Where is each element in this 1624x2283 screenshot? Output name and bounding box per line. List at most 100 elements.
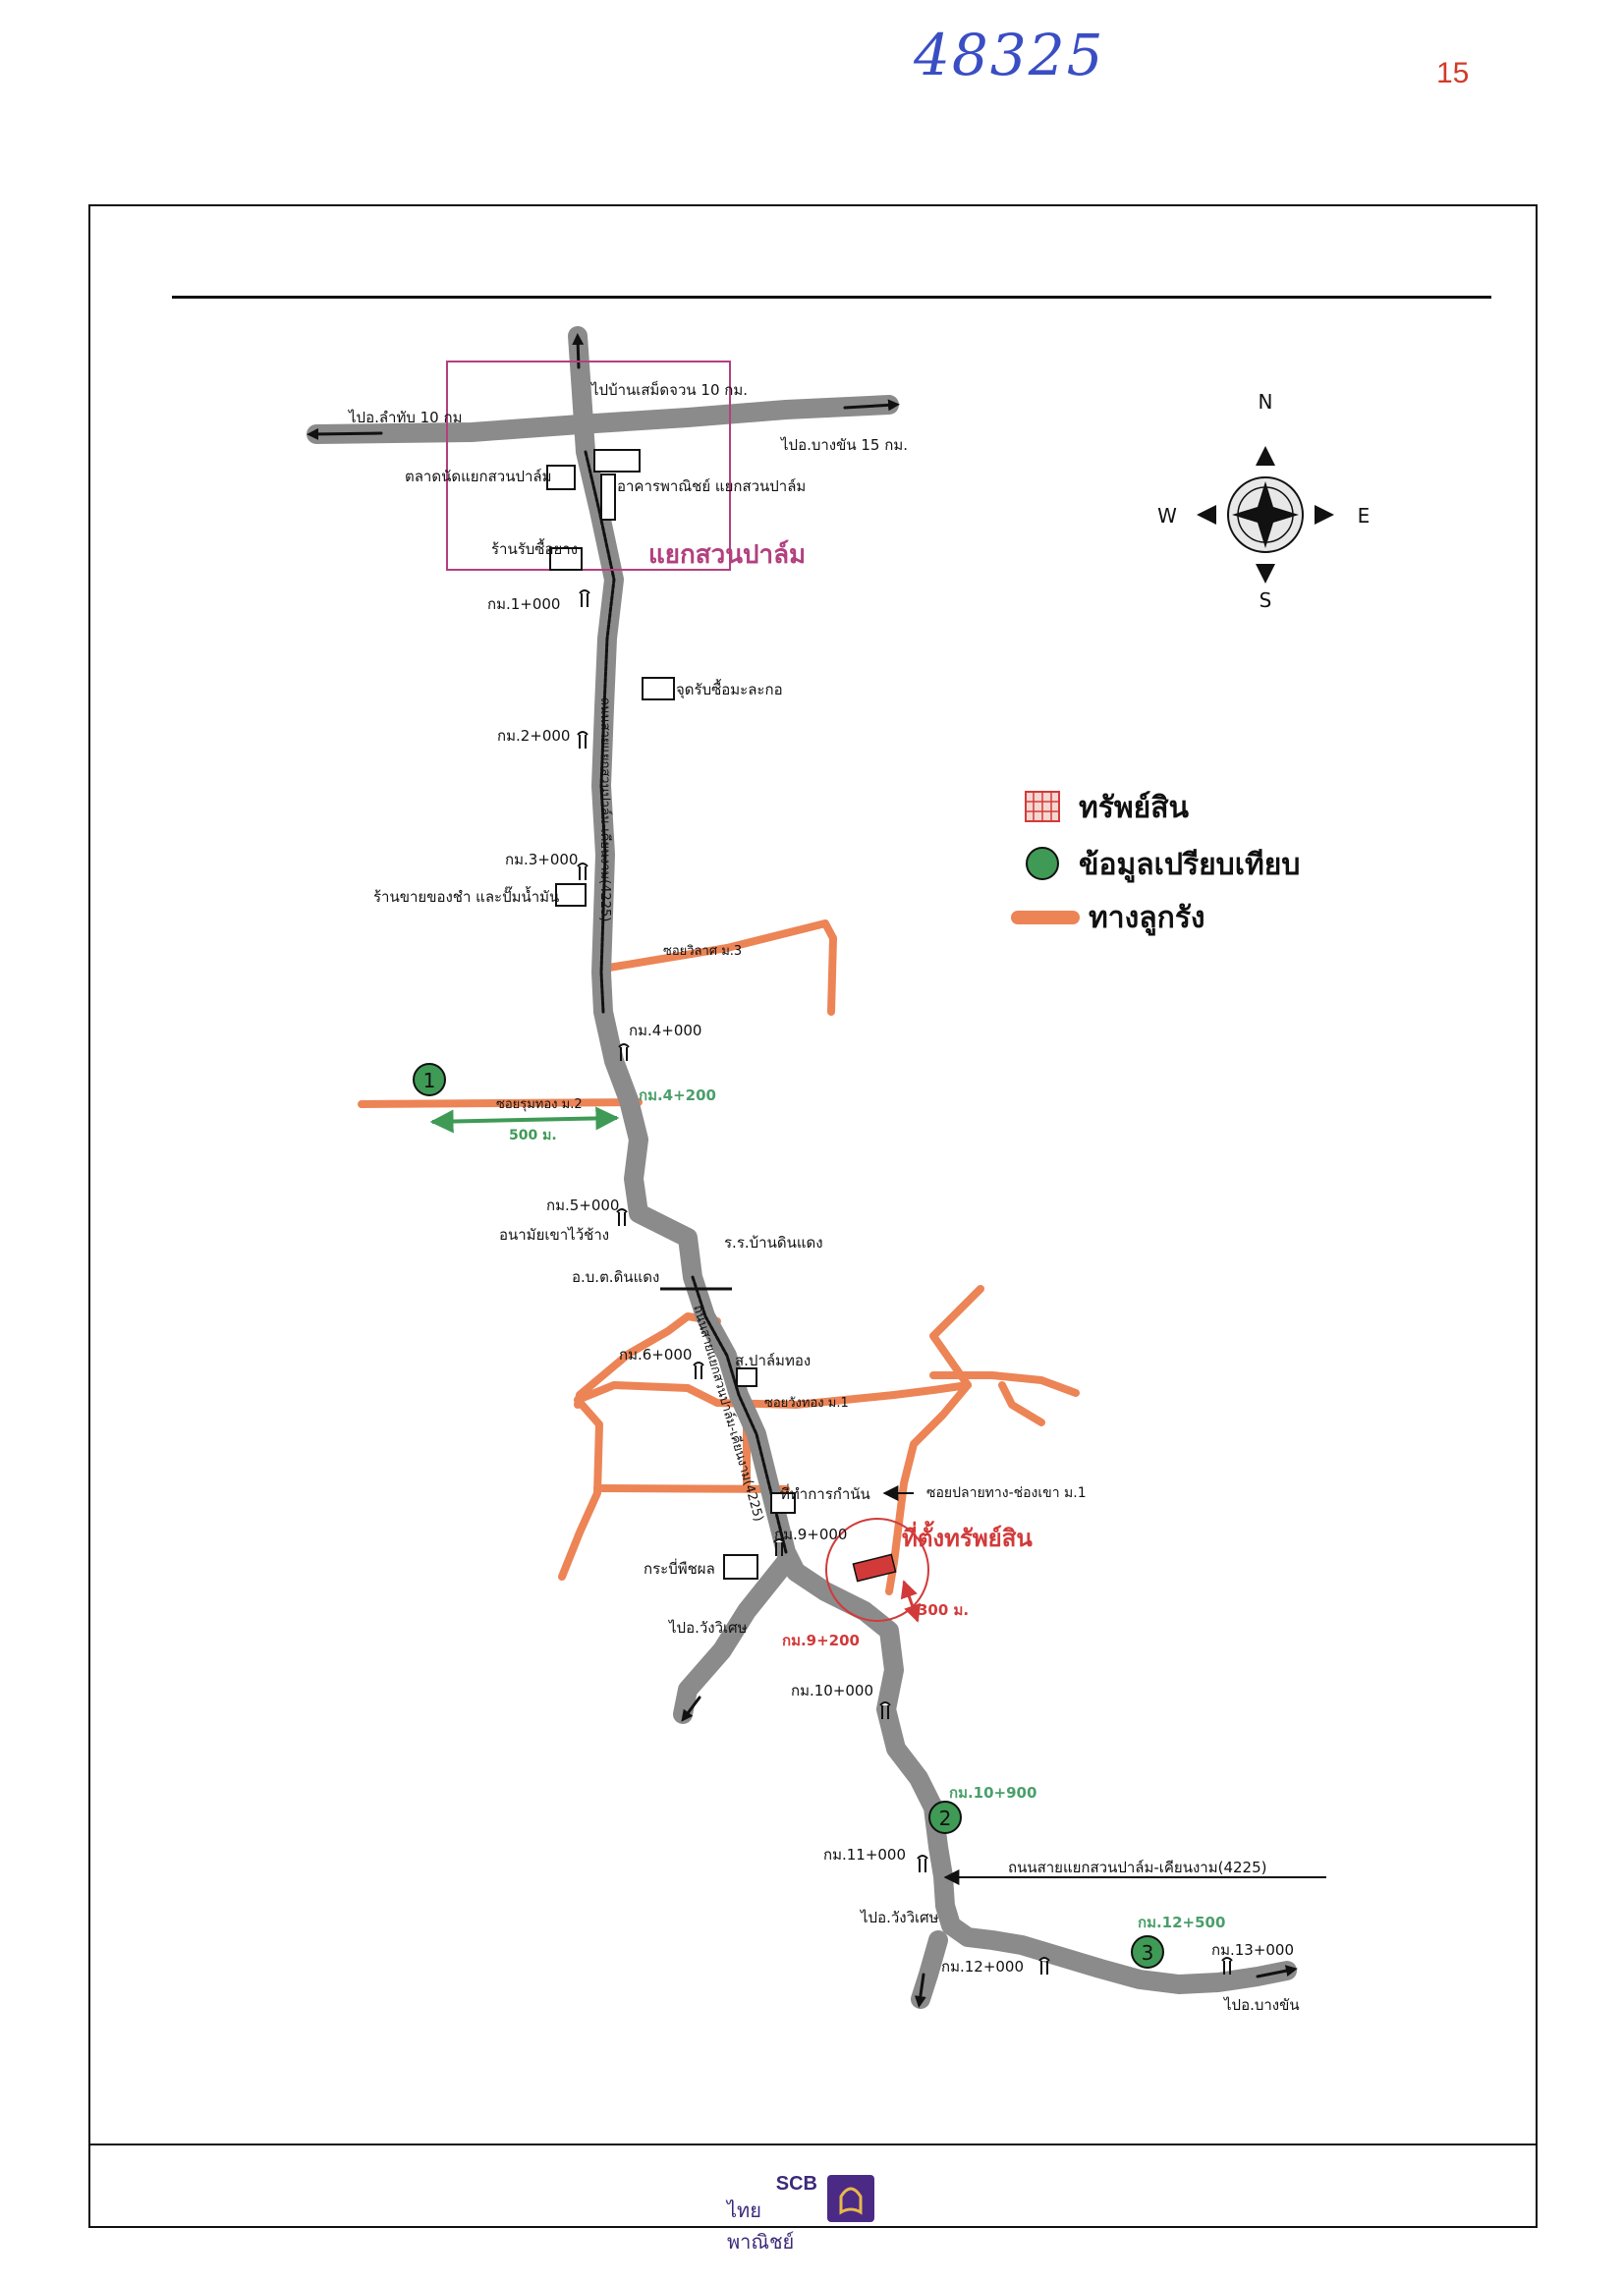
km-posts: [577, 589, 1233, 1975]
comparable-3: 3: [1131, 1935, 1164, 1969]
comparable-1: 1: [413, 1063, 446, 1096]
label-tambon-office: อ.บ.ต.ดินแดง: [572, 1268, 659, 1286]
top-rule: [172, 296, 1491, 299]
district-label: แยกสวนปาล์ม: [648, 539, 806, 570]
label-subject-distance: 300 ม.: [918, 1601, 969, 1619]
label-gas-shop: ร้านขายของชำ และปั๊มน้ำมัน: [373, 886, 559, 906]
comparable-1-distance-arrow: [429, 1106, 620, 1134]
label-comparable-2-km: กม.10+900: [949, 1784, 1036, 1802]
label-bus-stop: กระบี่พืชผล: [644, 1558, 715, 1578]
label-km10: กม.10+000: [791, 1682, 873, 1699]
label-north-road: ไปบ้านเสม็ดจวน 10 กม.: [590, 380, 748, 399]
km-post-12: [1038, 1957, 1050, 1975]
km-post-13: [1221, 1957, 1233, 1975]
compass-n: N: [1259, 390, 1273, 414]
gas-shop-building: [555, 883, 587, 907]
main-road: [307, 326, 1297, 2009]
market-building: [546, 465, 576, 490]
label-to-bang-khan: ไปอ.บางขัน: [1223, 1996, 1300, 2014]
label-bank: อาคารพาณิชย์ แยกสวนปาล์ม: [617, 477, 806, 495]
comparable-2: 2: [928, 1801, 962, 1834]
legend-comparable-label: ข้อมูลเปรียบเทียบ: [1079, 848, 1300, 883]
label-soi-plai: ซอยปลายทาง-ช่องเขา ม.1: [926, 1485, 1087, 1501]
label-km11: กม.11+000: [823, 1846, 906, 1864]
label-rubber-shop: ร้านรับซื้อยาง: [491, 538, 578, 558]
legend-comparable-swatch: [1026, 847, 1059, 880]
legend: ทรัพย์สิน ข้อมูลเปรียบเทียบ ทางลูกรัง: [1011, 791, 1300, 936]
comparable-1-number: 1: [423, 1069, 436, 1092]
km-post-1: [579, 589, 590, 607]
compass-w: W: [1157, 504, 1177, 528]
label-km4: กม.4+000: [629, 1022, 701, 1039]
label-km2: กม.2+000: [497, 727, 570, 745]
label-comparable-1-km: กม.4+200: [639, 1086, 716, 1104]
km-post-11: [917, 1855, 928, 1872]
footer-divider: [88, 2144, 1538, 2145]
km-post-10: [879, 1701, 891, 1719]
comparable-3-number: 3: [1142, 1941, 1154, 1965]
bank-building-2: [600, 473, 616, 521]
side-road-soi-m2: [358, 1098, 643, 1108]
label-bottom-road: ถนนสายแยกสวนปาล์ม-เคียนงาม(4225): [1008, 1859, 1266, 1876]
label-palm-farm: ส.ปาล์มทอง: [735, 1352, 811, 1369]
legend-property-swatch: [1025, 791, 1060, 822]
km-post-3: [577, 863, 588, 880]
palm-farm-building: [736, 1367, 757, 1387]
label-subject: ที่ตั้งทรัพย์สิน: [902, 1520, 1033, 1552]
label-road-name-upper: ถนนสายแยกสวนปาล์ม-เคียนงาม(4225): [597, 697, 613, 921]
side-road-to-subject: [885, 1381, 972, 1595]
label-km13: กม.13+000: [1211, 1941, 1294, 1959]
label-soi-m1: ซอยวังทอง ม.1: [764, 1396, 849, 1411]
km-post-6: [693, 1362, 704, 1379]
brand-name-en: SCB: [775, 2173, 817, 2195]
side-road-network-east: [929, 1285, 984, 1389]
compass-s: S: [1260, 588, 1272, 612]
label-to-wang-wiset-1: ไปอ.วังวิเศษ: [668, 1619, 748, 1637]
label-soi-m2: ซอยรุมทอง ม.2: [496, 1097, 583, 1112]
label-latex-shop: จุดรับซื้อมะละกอ: [676, 679, 783, 699]
km-post-2: [577, 731, 588, 749]
label-village-office: ที่ทำการกำนัน: [780, 1483, 870, 1503]
handwritten-number: 48325: [914, 22, 1105, 88]
bus-stop-building: [723, 1554, 758, 1580]
side-road-soi-m1: [558, 1396, 603, 1581]
subject-property-marker: [852, 1553, 897, 1583]
label-comparable-1-distance: 500 ม.: [509, 1128, 557, 1143]
label-to-wang-wiset-2: ไปอ.วังวิเศษ: [860, 1909, 939, 1926]
compass-e: E: [1358, 504, 1371, 528]
legend-property-label: ทรัพย์สิน: [1079, 791, 1190, 825]
comparable-2-number: 2: [939, 1807, 952, 1830]
village-office-building: [770, 1492, 796, 1514]
subject-radius-circle: [825, 1518, 929, 1622]
label-health-center: อนามัยเขาไว้ช้าง: [499, 1226, 609, 1244]
bank-building: [593, 449, 641, 473]
side-road-soi-m3: [605, 919, 837, 1016]
label-market: ตลาดนัดแยกสวนปาล์ม: [405, 468, 552, 485]
road-centerline: [307, 333, 1298, 2008]
label-comparable-3-km: กม.12+500: [1138, 1914, 1225, 1931]
label-soi-m3: ซอยวิลาศ ม.3: [663, 944, 742, 959]
km-post-9: [773, 1538, 785, 1556]
latex-shop-building: [642, 677, 675, 700]
label-km3: กม.3+000: [505, 851, 578, 868]
map-frame: [88, 204, 1538, 2228]
label-km9: กม.9+000: [774, 1526, 847, 1543]
side-roads: [358, 919, 1080, 1595]
junction-box: [446, 361, 731, 571]
km-post-5: [616, 1208, 628, 1226]
label-km5: กม.5+000: [546, 1197, 619, 1214]
page-number: 15: [1436, 57, 1470, 89]
subject-distance-arrow: [900, 1580, 922, 1623]
label-km12: กม.12+000: [941, 1958, 1024, 1976]
brand-footer: SCB ไทยพาณิชย์: [727, 2171, 904, 2254]
label-subject-km: กม.9+200: [782, 1632, 860, 1649]
legend-side-road-label: ทางลูกรัง: [1089, 901, 1205, 936]
junction-buildings: [546, 449, 796, 1580]
label-east-road: ไปอ.บางขัน 15 กม.: [780, 436, 908, 454]
rubber-shop-building: [549, 547, 583, 571]
brand-name-th: ไทยพาณิชย์: [727, 2199, 795, 2254]
map-labels: ไปบ้านเสม็ดจวน 10 กม. ไปอ.ลำทับ 10 กม ไป…: [348, 380, 1300, 2014]
scb-logo-icon: [827, 2175, 874, 2222]
label-school: ร.ร.บ้านดินแดง: [724, 1234, 823, 1252]
